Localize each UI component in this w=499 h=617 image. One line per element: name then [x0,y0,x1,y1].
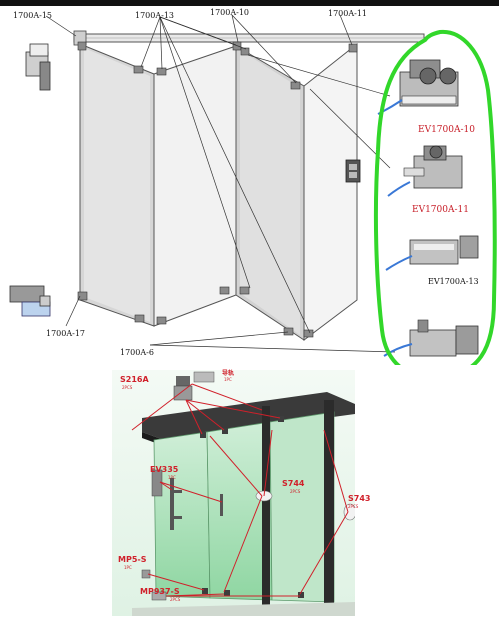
qty-mp937-s: 2PCS [170,597,181,602]
glass-door-hardware-diagram [112,370,355,616]
label-rail: 导轨 [222,370,235,377]
lock-box [345,159,361,183]
label-mp937-s: MP937-S [140,587,180,596]
glass-panel-left [153,431,211,599]
glass-panel-2 [153,45,237,327]
label-s216a: S216A [120,375,149,384]
glass-panel-4 [303,42,358,342]
qty-rail: 1PC [224,377,232,382]
callout-ev1700a-11: EV1700A-11 [412,205,469,215]
part-thumb-1700a-17 [9,285,51,317]
qty-s743: 2PCS [348,504,359,509]
header-beam [142,392,355,440]
label-1700a-17: 1700A-17 [46,329,86,338]
label-ev335: EV335 [150,465,179,474]
label-1700a-10: 1700A-10 [210,8,250,17]
label-1700a-15: 1700A-15 [13,11,53,20]
callout-ev1700a-10: EV1700A-10 [418,125,475,135]
qty-mp5-s: 1PC [124,565,132,570]
label-1700a-11: 1700A-11 [328,9,368,18]
top-edge-bar [0,0,499,6]
green-highlight-outline [373,29,497,365]
part-image-ev1700a-13 [385,235,479,271]
part-thumb-1700a-15 [25,43,51,91]
qty-s216a: 2PCS [122,385,133,390]
door-handle [170,478,174,530]
qty-ev335: 1PC [168,475,176,480]
part-image-ev1700a-10 [377,59,459,115]
label-1700a-13: 1700A-13 [135,11,175,20]
label-s743: S743 [348,494,371,503]
callout-ev1700a-13: EV1700A-13 [428,277,479,286]
part-thumb-rail [193,371,215,383]
label-s744: S744 [282,479,305,488]
part-image-hinge-bottom [383,319,479,357]
folding-door-diagram [9,14,497,365]
part-thumb-mp5 [141,569,151,579]
part-image-ev1700a-11 [387,145,463,197]
label-1700a-6: 1700A-6 [120,348,154,357]
label-mp5-s: MP5-S [118,555,147,564]
qty-s744: 2PCS [290,489,301,494]
part-thumb-s216a [173,376,193,401]
